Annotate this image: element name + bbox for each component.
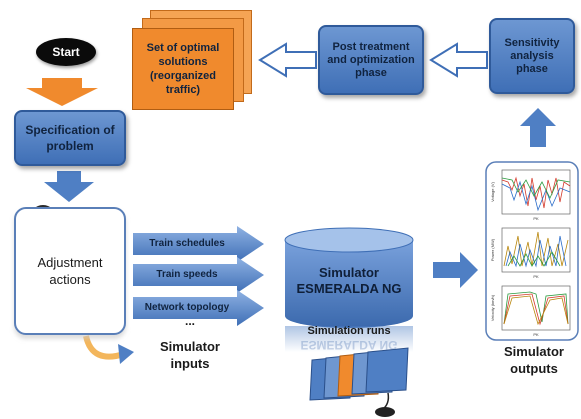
server-rack-icon <box>309 347 409 417</box>
simulator-reflection: ESMERALDA NG <box>300 338 398 352</box>
post-to-solutions-arrow <box>258 42 317 78</box>
train-speeds-arrow <box>133 257 264 293</box>
voltage-xlabel: PK <box>533 216 539 221</box>
optimal-solutions-label: Set of optimal solutions (reorganized tr… <box>146 42 220 96</box>
simulator-cylinder <box>284 227 414 352</box>
simulator-outputs-label: Simulator outputs <box>504 344 564 376</box>
start-node: Start <box>36 38 96 66</box>
simulation-runs-label: Simulation runs <box>307 325 391 337</box>
optimal-solutions-node: Set of optimal solutions (reorganized tr… <box>132 28 234 110</box>
power-ylabel: Power (MW) <box>490 238 495 261</box>
outputs-to-sensitivity-arrow <box>520 108 556 147</box>
start-to-spec-arrow <box>26 78 98 106</box>
train-schedules-arrow <box>133 226 264 262</box>
sensitivity-to-post-arrow <box>429 42 488 78</box>
feedback-curve-head <box>118 344 134 364</box>
network-topology-label: Network topology <box>144 302 230 313</box>
output-plots: Voltage (V) PK Power (MW) PK Velocity (k… <box>490 169 571 337</box>
post-treatment-node: Post treatment and optimization phase <box>318 25 424 95</box>
post-treatment-label: Post treatment and optimization phase <box>327 40 415 79</box>
voltage-plot: Voltage (V) PK <box>490 169 571 221</box>
feedback-curve-arrow <box>83 335 125 360</box>
power-xlabel: PK <box>533 274 539 279</box>
start-label: Start <box>52 45 80 59</box>
simulator-to-outputs-arrow <box>433 252 478 288</box>
specification-label: Specification of problem <box>25 123 115 153</box>
adjustment-node: Adjustment actions <box>14 207 126 335</box>
train-speeds-label: Train speeds <box>156 269 218 280</box>
spec-to-adjust-arrow <box>44 171 94 202</box>
velocity-ylabel: Velocity (km/h) <box>490 294 495 321</box>
velocity-plot: Velocity (km/h) PK <box>490 285 571 337</box>
simulator-inputs-label: Simulator inputs <box>160 339 220 371</box>
inputs-ellipsis: ... <box>184 314 195 328</box>
simulator-label: Simulator ESMERALDA NG <box>296 265 402 296</box>
voltage-ylabel: Voltage (V) <box>490 181 495 201</box>
specification-node: Specification of problem <box>14 110 126 166</box>
network-topology-arrow <box>133 290 264 326</box>
sensitivity-label: Sensitivity analysis phase <box>504 36 560 75</box>
power-plot: Power (MW) PK <box>490 227 571 279</box>
velocity-xlabel: PK <box>533 332 539 337</box>
train-schedules-label: Train schedules <box>149 238 225 249</box>
sensitivity-node: Sensitivity analysis phase <box>489 18 575 94</box>
adjustment-label: Adjustment actions <box>37 255 103 287</box>
